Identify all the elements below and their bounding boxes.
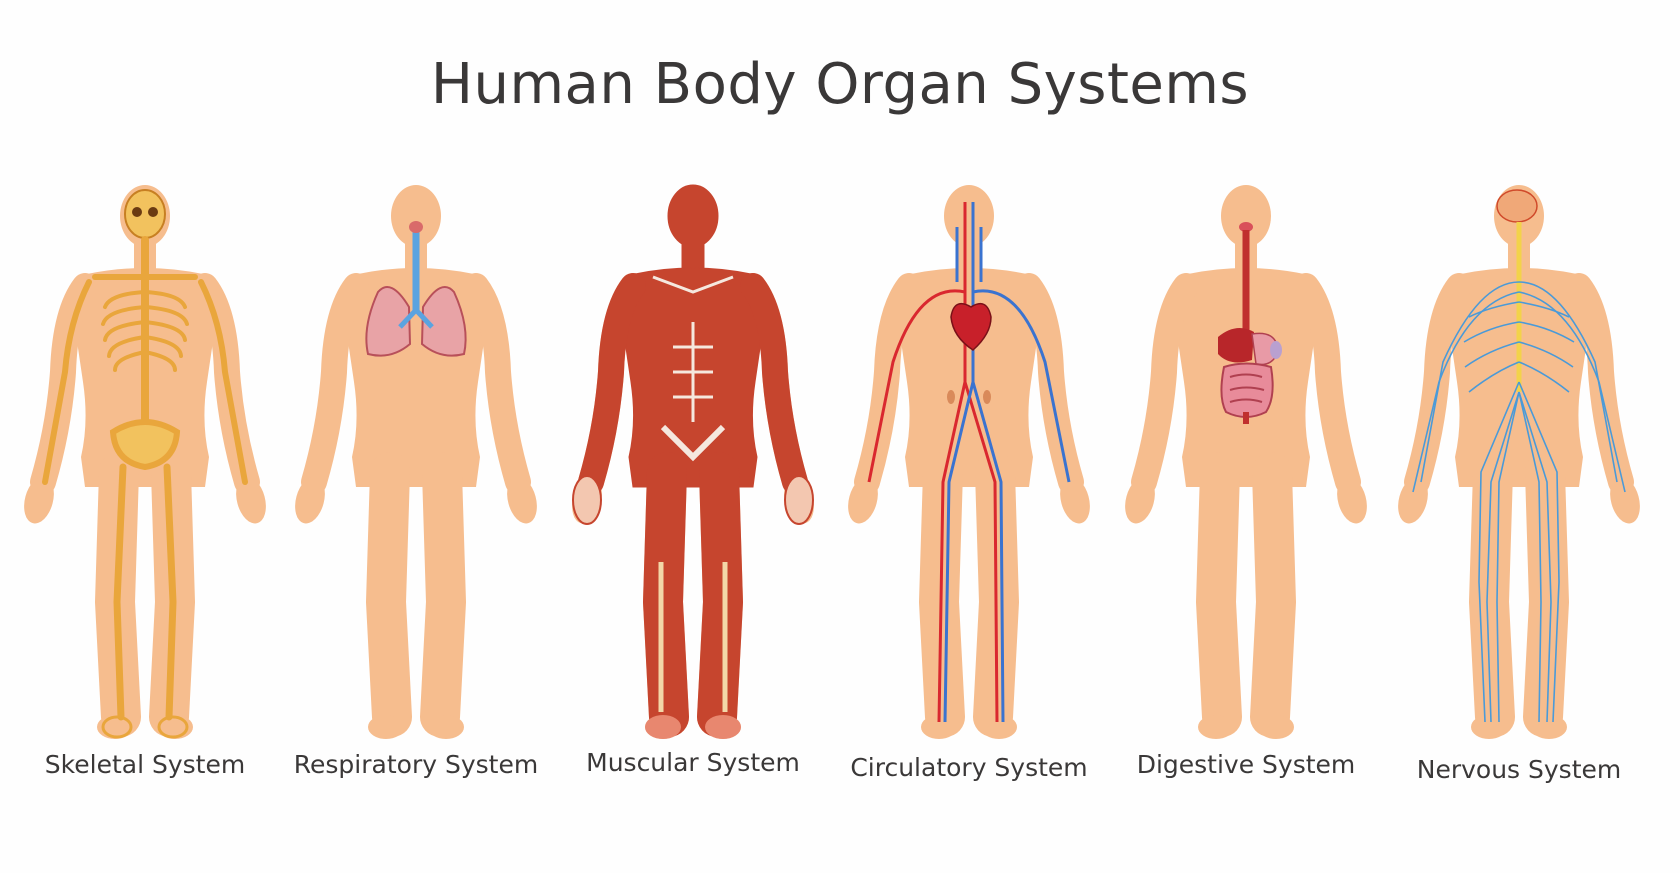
nervous-system-figure [1393, 185, 1644, 739]
skeletal-system-figure [19, 185, 270, 739]
respiratory-system-figure [290, 185, 541, 739]
digestive-system-figure [1120, 185, 1371, 739]
label-digestive-system: Digestive System [1136, 750, 1356, 779]
circulatory-system-figure [843, 185, 1094, 739]
label-respiratory-system: Respiratory System [293, 750, 539, 779]
label-skeletal-system: Skeletal System [44, 750, 246, 779]
muscular-system-figure [567, 185, 818, 739]
page-title: Human Body Organ Systems [430, 52, 1250, 117]
label-muscular-system: Muscular System [586, 748, 800, 777]
label-circulatory-system: Circulatory System [850, 753, 1088, 782]
label-nervous-system: Nervous System [1416, 755, 1622, 784]
